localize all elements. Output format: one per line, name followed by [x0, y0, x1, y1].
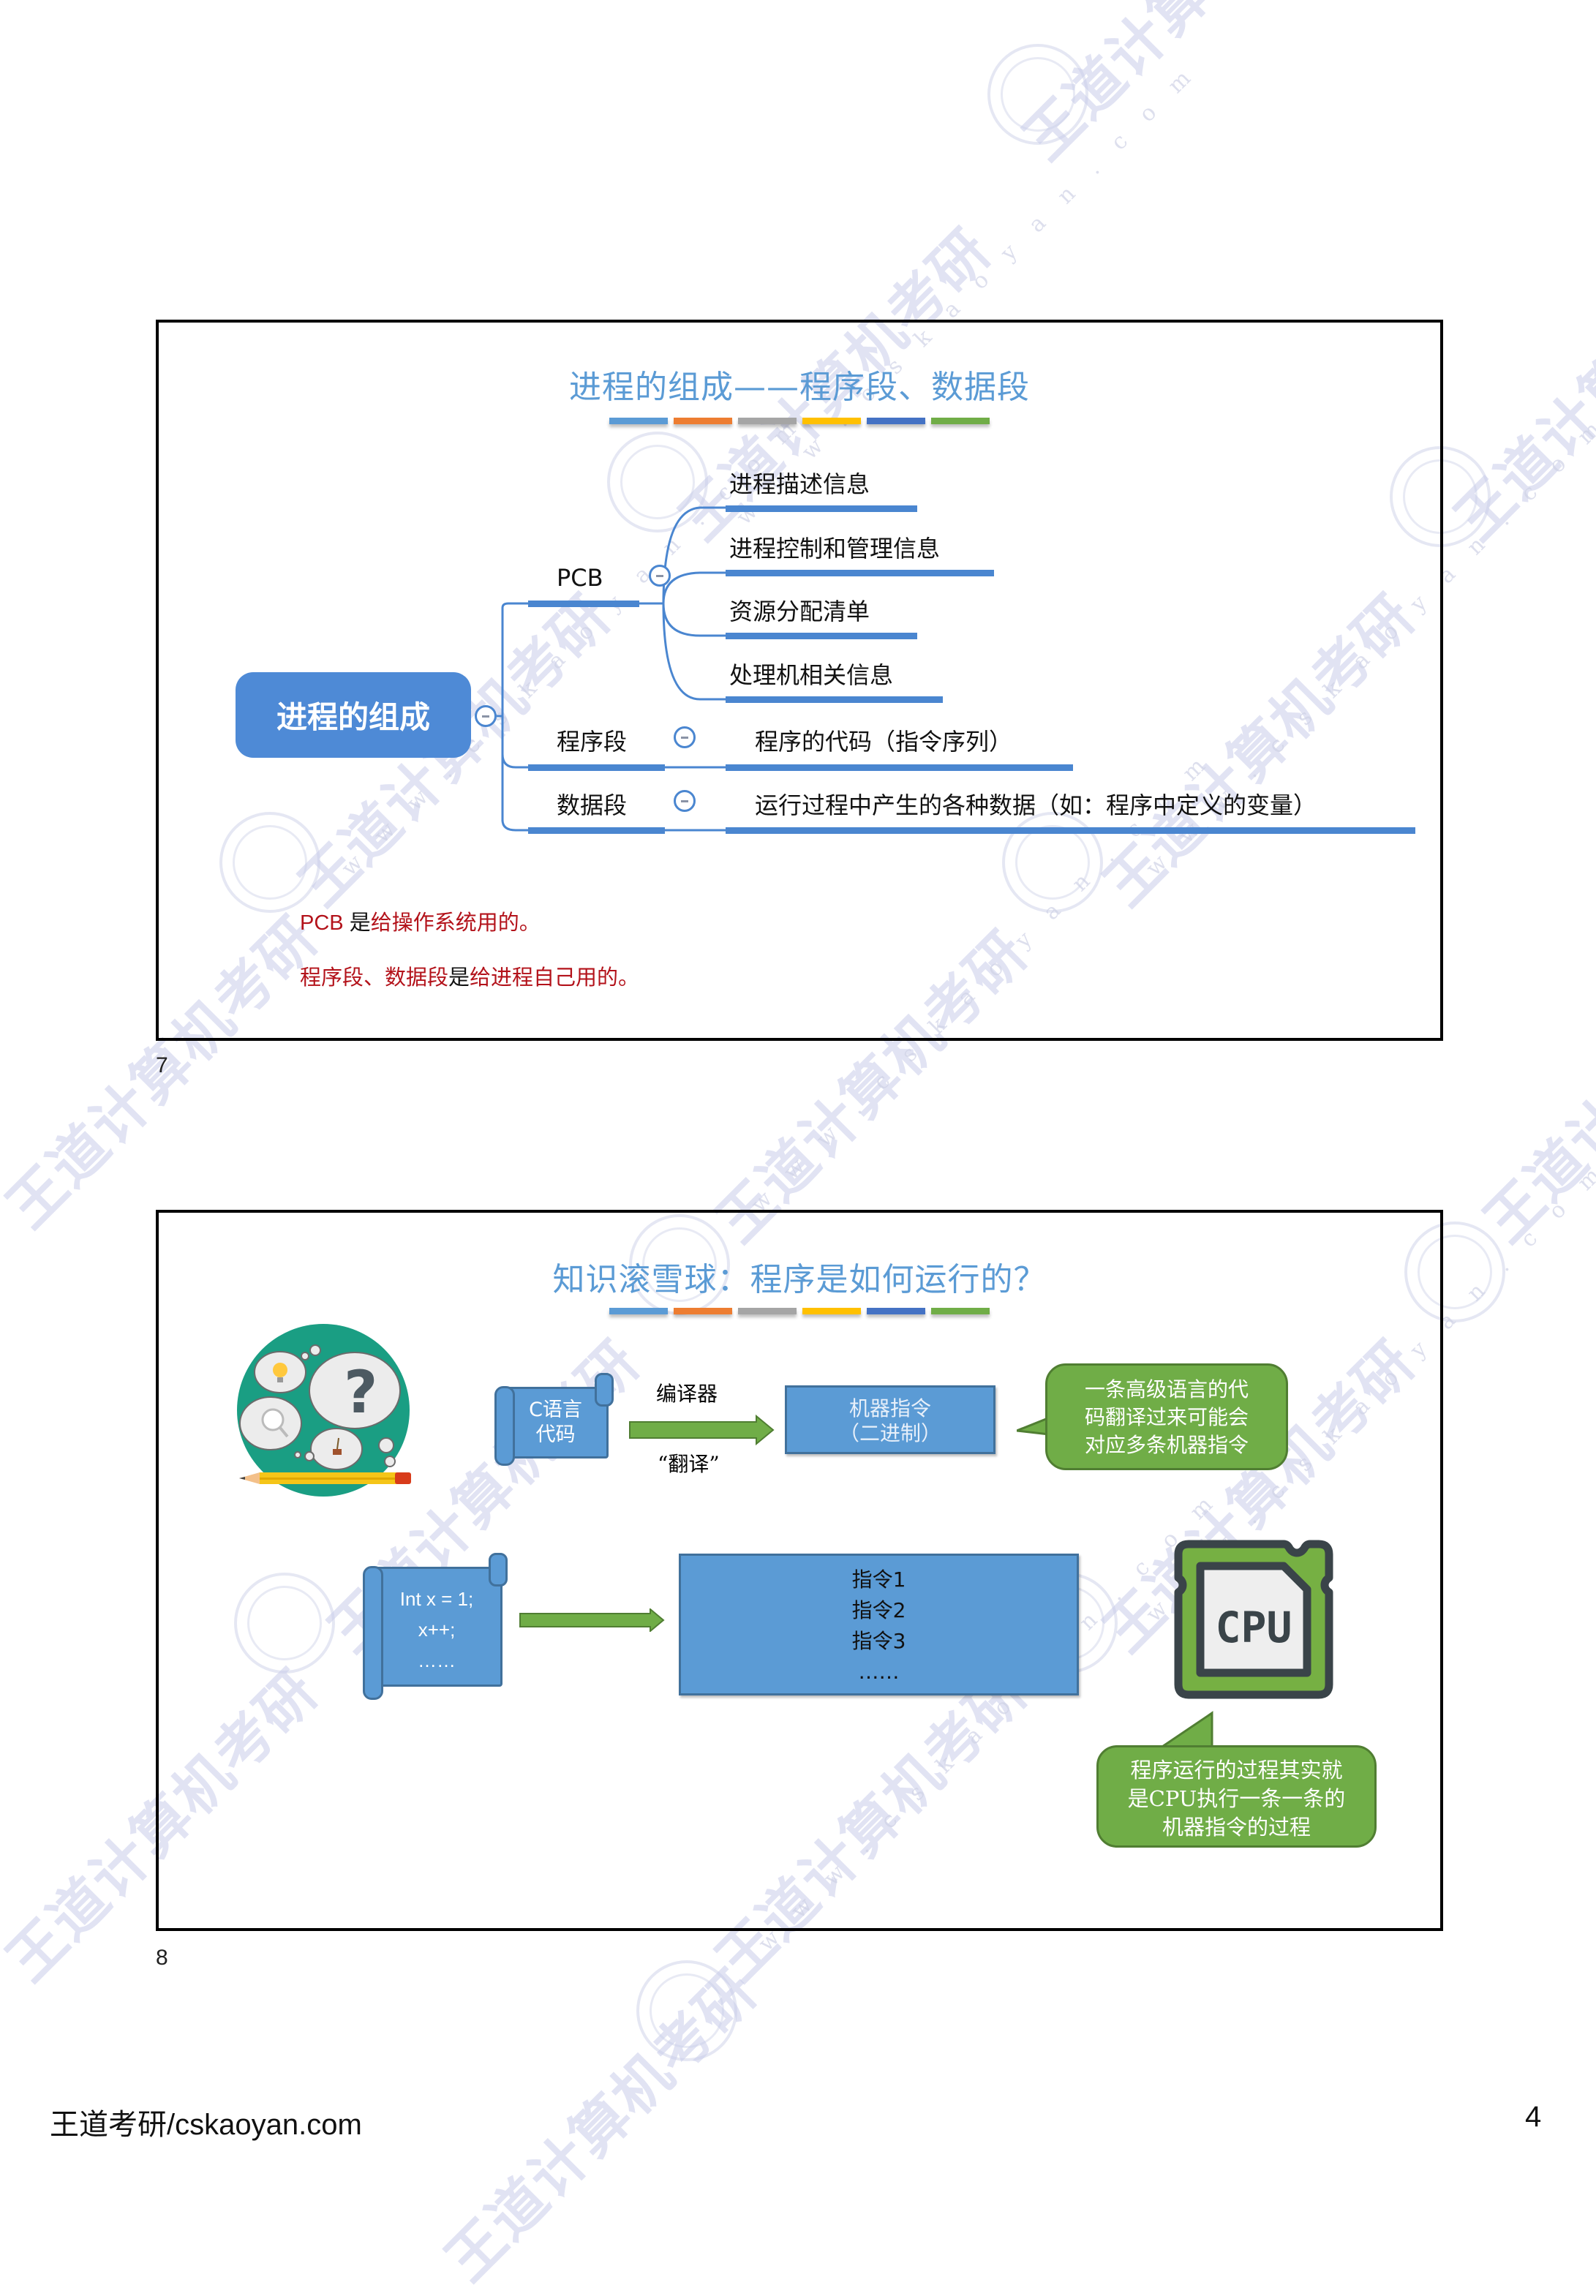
- footer-brand-name: 王道考研: [50, 2108, 167, 2142]
- green-arrow-icon: [629, 1415, 775, 1445]
- callout-line: 是CPU执行一条一条的: [1127, 1786, 1346, 1811]
- color-bar: [609, 1308, 668, 1314]
- c-source-scroll: C语言 代码: [494, 1373, 614, 1467]
- watermark-text: 王道计算机考研: [1011, 0, 1348, 173]
- compiler-label: 编译器: [656, 1382, 718, 1406]
- data-segment-child: 运行过程中产生的各种数据（如：程序中定义的变量）: [755, 791, 1317, 819]
- source-line: C语言: [529, 1399, 582, 1421]
- cpu-label: CPU: [1216, 1603, 1292, 1652]
- svg-text:?: ?: [344, 1358, 377, 1426]
- color-bar: [867, 1308, 925, 1314]
- note-segments: 程序段、数据段是给进程自己用的。: [300, 960, 639, 991]
- color-bar: [738, 1308, 797, 1314]
- watermark-seal-icon: [636, 1960, 737, 2061]
- color-bar: [674, 418, 732, 424]
- color-bar: [931, 1308, 990, 1314]
- watermark-text: 王道计算机考研: [433, 1957, 770, 2295]
- color-bar: [609, 418, 668, 424]
- instruction-line: 指令2: [851, 1598, 906, 1622]
- green-arrow-icon: [519, 1608, 665, 1632]
- footer-url: /cskaoyan.com: [167, 2109, 362, 2141]
- child-underline: [726, 505, 917, 512]
- color-bar: [738, 418, 797, 424]
- note-black: 是: [349, 910, 371, 935]
- source-line: 代码: [535, 1423, 576, 1446]
- callout-multi-instructions: 一条高级语言的代 码翻译过来可能会 对应多条机器指令: [1045, 1363, 1288, 1470]
- callout-line: 对应多条机器指令: [1084, 1433, 1249, 1457]
- child-underline: [726, 570, 994, 576]
- instruction-line: ……: [858, 1660, 900, 1684]
- footer-brand: 王道考研/cskaoyan.com: [50, 2101, 362, 2143]
- translate-label: “翻译”: [658, 1452, 720, 1476]
- watermark-text: 王道计算机考研: [1472, 919, 1596, 1256]
- code-line: Int x = 1;: [399, 1588, 474, 1610]
- child-underline: [726, 764, 1073, 771]
- root-label: 进程的组成: [276, 699, 430, 735]
- machine-instruction-box: 机器指令 （二进制）: [785, 1385, 995, 1454]
- code-line: ……: [418, 1649, 456, 1671]
- branch-label-data-segment: 数据段: [557, 791, 628, 819]
- note-red: PCB: [300, 911, 350, 935]
- child-underline: [726, 633, 917, 639]
- color-bar: [931, 418, 990, 424]
- instruction-line: 指令1: [851, 1567, 906, 1592]
- branch-underline: [528, 827, 665, 834]
- callout-cpu-execution: 程序运行的过程其实就 是CPU执行一条一条的 机器指令的过程: [1096, 1745, 1377, 1848]
- target-line: （二进制）: [838, 1421, 941, 1445]
- pcb-child: 处理机相关信息: [729, 661, 894, 689]
- child-underline: [726, 827, 1415, 834]
- note-pcb: PCB 是给操作系统用的。: [300, 906, 541, 936]
- code-scroll: Int x = 1; x++; ……: [363, 1553, 508, 1700]
- child-underline: [726, 696, 943, 703]
- color-bar-row: [159, 418, 1440, 424]
- note-red: 程序段、数据段: [300, 965, 449, 990]
- slide-number: 8: [156, 1946, 168, 1970]
- collapse-icon[interactable]: [649, 565, 671, 587]
- collapse-icon[interactable]: [674, 790, 696, 812]
- slide-7: 进程的组成——程序段、数据段: [156, 320, 1443, 1041]
- watermark-seal-icon: [987, 44, 1088, 145]
- code-line: x++;: [418, 1619, 456, 1641]
- color-bar: [867, 418, 925, 424]
- thinking-illustration-icon: ?: [237, 1324, 411, 1497]
- note-red: 给进程自己用的。: [470, 965, 640, 990]
- instruction-line: 指令3: [851, 1629, 906, 1653]
- branch-underline: [528, 764, 665, 771]
- collapse-icon[interactable]: [674, 726, 696, 748]
- page-number: 4: [1525, 2101, 1542, 2133]
- slide-title: 知识滚雪球：程序是如何运行的？: [552, 1261, 1047, 1298]
- branch-label-code-segment: 程序段: [557, 728, 628, 756]
- slide-title: 进程的组成——程序段、数据段: [569, 369, 1030, 406]
- color-bar: [802, 418, 861, 424]
- pcb-child: 资源分配清单: [729, 598, 870, 625]
- slide-8: 知识滚雪球：程序是如何运行的？ ?: [156, 1210, 1443, 1931]
- branch-underline: [528, 601, 639, 607]
- note-red: 给操作系统用的。: [370, 910, 541, 935]
- color-bar: [802, 1308, 861, 1314]
- watermark-text: 王道计算机考研: [1442, 217, 1596, 554]
- instruction-list-box: 指令1 指令2 指令3 ……: [679, 1554, 1079, 1695]
- pcb-child: 进程控制和管理信息: [729, 535, 941, 562]
- color-bar: [674, 1308, 732, 1314]
- code-segment-child: 程序的代码（指令序列）: [755, 728, 1013, 756]
- callout-line: 程序运行的过程其实就: [1130, 1758, 1343, 1783]
- callout-line: 一条高级语言的代: [1084, 1377, 1249, 1401]
- color-bar-row: [159, 1308, 1440, 1314]
- branch-label-pcb: PCB: [557, 564, 603, 592]
- callout-line: 码翻译过来可能会: [1084, 1405, 1249, 1429]
- target-line: 机器指令: [848, 1396, 931, 1420]
- pcb-child: 进程描述信息: [729, 470, 870, 498]
- note-black: 是: [448, 965, 470, 990]
- collapse-icon[interactable]: [475, 705, 497, 727]
- slide-number: 7: [156, 1053, 168, 1077]
- callout-line: 机器指令的过程: [1162, 1815, 1311, 1840]
- cpu-icon: CPU: [1174, 1540, 1333, 1699]
- mindmap-root-node[interactable]: 进程的组成: [236, 672, 471, 758]
